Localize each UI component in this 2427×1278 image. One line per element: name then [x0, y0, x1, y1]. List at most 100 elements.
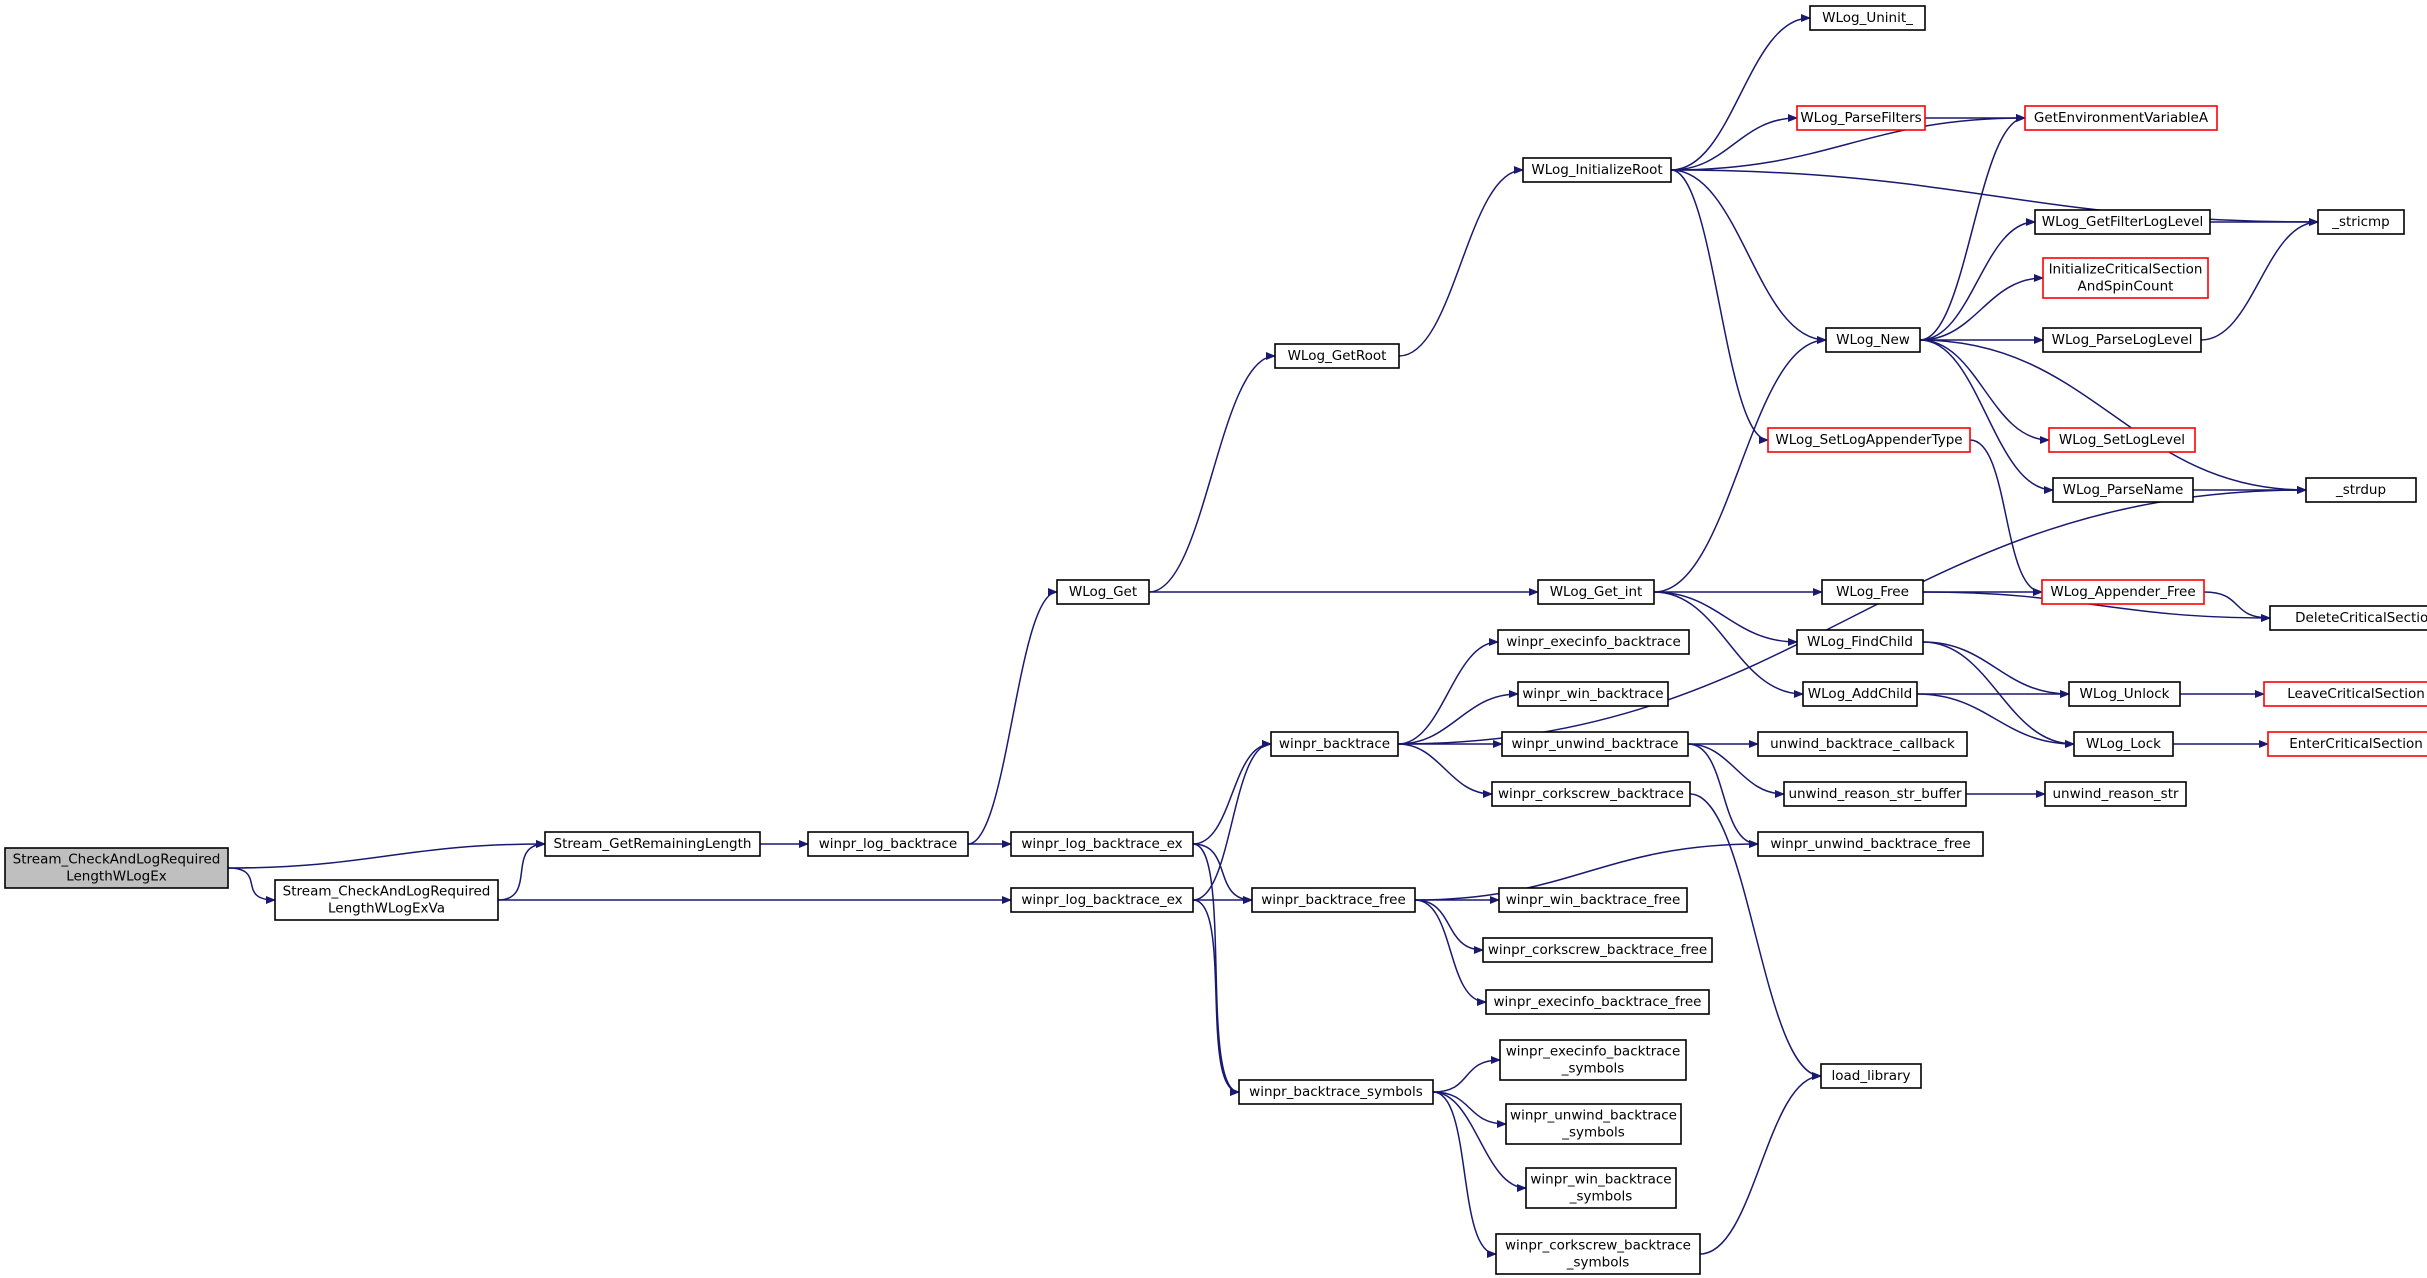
node-label-unwrs-0: unwind_reason_str — [2052, 786, 2179, 802]
node-wlpname[interactable]: WLog_ParseName — [2052, 477, 2194, 503]
edge-wlinit-to-stricmp — [1670, 169, 2319, 226]
node-box-wlparsefilters — [1796, 105, 1926, 131]
node-wlinit[interactable]: WLog_InitializeRoot — [1522, 157, 1672, 183]
node-box-wlsll — [2048, 427, 2196, 453]
node-wcorkbtfree[interactable]: winpr_corkscrew_backtrace_free — [1482, 937, 1713, 963]
node-wlunlock[interactable]: WLog_Unlock — [2068, 681, 2181, 707]
node-wexecbtsym[interactable]: winpr_execinfo_backtrace_symbols — [1499, 1039, 1687, 1081]
node-wladdchild[interactable]: WLog_AddChild — [1802, 681, 1918, 707]
node-box-wbtfree — [1251, 887, 1416, 913]
node-wlfree[interactable]: WLog_Free — [1821, 579, 1924, 605]
node-box-wllock — [2073, 731, 2174, 757]
node-label-wlparsefilters-0: WLog_ParseFilters — [1800, 110, 1921, 126]
node-delcs[interactable]: DeleteCriticalSection — [2269, 605, 2427, 631]
node-wlbtex2[interactable]: winpr_log_backtrace_ex — [1010, 887, 1194, 913]
edge-wlgetint-to-wlfindchild — [1653, 591, 1798, 646]
node-label-wlfindchild-0: WLog_FindChild — [1807, 634, 1913, 650]
node-box-wlpname — [2052, 477, 2194, 503]
node-label-wcorkbt-0: winpr_corkscrew_backtrace — [1498, 786, 1684, 802]
node-wbtsym[interactable]: winpr_backtrace_symbols — [1238, 1079, 1434, 1105]
node-box-wladdchild — [1802, 681, 1918, 707]
edge-wlbt-to-wlget — [967, 588, 1058, 845]
node-wbtfree[interactable]: winpr_backtrace_free — [1251, 887, 1416, 913]
node-wcorkbtsym[interactable]: winpr_corkscrew_backtrace_symbols — [1495, 1233, 1701, 1275]
node-loadlib[interactable]: load_library — [1820, 1063, 1922, 1089]
node-label-wlappfree-0: WLog_Appender_Free — [2050, 584, 2195, 600]
node-wunwbtsym[interactable]: winpr_unwind_backtrace_symbols — [1505, 1103, 1682, 1145]
node-box-wexecbtfree — [1485, 989, 1710, 1015]
node-label-wunwbtfree-0: winpr_unwind_backtrace_free — [1770, 836, 1970, 852]
node-getenv[interactable]: GetEnvironmentVariableA — [2024, 105, 2218, 131]
node-label-strdup-0: _strdup — [2335, 482, 2386, 498]
node-wwinbt[interactable]: winpr_win_backtrace — [1517, 681, 1669, 707]
node-wluninit[interactable]: WLog_Uninit_ — [1809, 5, 1926, 31]
node-wlsll[interactable]: WLog_SetLogLevel — [2048, 427, 2196, 453]
node-box-wexecbt — [1497, 629, 1690, 655]
node-entercs[interactable]: EnterCriticalSection — [2267, 731, 2427, 757]
node-wlnew[interactable]: WLog_New — [1825, 327, 1921, 353]
node-box-loadlib — [1820, 1063, 1922, 1089]
node-box-wlbt — [807, 831, 969, 857]
node-label-unwrsb-0: unwind_reason_str_buffer — [1788, 786, 1962, 802]
edges — [227, 14, 2319, 1258]
edge-wlinit-to-wlnew — [1670, 169, 1827, 344]
node-label-wlinit-0: WLog_InitializeRoot — [1531, 162, 1662, 178]
node-unwrsb[interactable]: unwind_reason_str_buffer — [1783, 781, 1967, 807]
node-unwcb[interactable]: unwind_backtrace_callback — [1757, 731, 1968, 757]
node-box-wcorkbt — [1491, 781, 1691, 807]
node-label-wlnew-0: WLog_New — [1836, 332, 1910, 348]
node-wlslat[interactable]: WLog_SetLogAppenderType — [1767, 427, 1971, 453]
node-stricmp[interactable]: _stricmp — [2317, 209, 2405, 235]
node-wlbt[interactable]: winpr_log_backtrace — [807, 831, 969, 857]
node-wlbtex1[interactable]: winpr_log_backtrace_ex — [1010, 831, 1194, 857]
edge-scalva-to-sgrl — [497, 840, 546, 901]
node-sgrl[interactable]: Stream_GetRemainingLength — [544, 831, 761, 857]
node-box-sgrl — [544, 831, 761, 857]
node-box-leavecs — [2263, 681, 2427, 707]
node-wlfindchild[interactable]: WLog_FindChild — [1796, 629, 1924, 655]
node-box-entercs — [2267, 731, 2427, 757]
node-wlparsefilters[interactable]: WLog_ParseFilters — [1796, 105, 1926, 131]
edge-wlgetint-to-wlnew — [1653, 336, 1827, 593]
edge-wlgetroot-to-wlinit — [1398, 166, 1524, 357]
node-box-wlfree — [1821, 579, 1924, 605]
node-wunwbt[interactable]: winpr_unwind_backtrace — [1501, 731, 1689, 757]
node-strdup[interactable]: _strdup — [2305, 477, 2417, 503]
node-wwinbtsym[interactable]: winpr_win_backtrace_symbols — [1525, 1167, 1677, 1209]
node-wwinbtfree[interactable]: winpr_win_backtrace_free — [1498, 887, 1688, 913]
edge-wlinit-to-getenv — [1670, 114, 2026, 171]
node-label-wlunlock-0: WLog_Unlock — [2080, 686, 2170, 702]
node-wlgetint[interactable]: WLog_Get_int — [1537, 579, 1655, 605]
node-wlappfree[interactable]: WLog_Appender_Free — [2041, 579, 2205, 605]
edge-wlnew-to-strdup — [1919, 339, 2307, 494]
node-wunwbtfree[interactable]: winpr_unwind_backtrace_free — [1757, 831, 1984, 857]
node-wlget[interactable]: WLog_Get — [1056, 579, 1150, 605]
node-box-wcorkbtfree — [1482, 937, 1713, 963]
node-box-scalva — [274, 879, 499, 921]
edge-wlappfree-to-delcs — [2203, 591, 2271, 622]
node-box-wlunlock — [2068, 681, 2181, 707]
node-wlpll[interactable]: WLog_ParseLogLevel — [2042, 327, 2202, 353]
node-wlgetroot[interactable]: WLog_GetRoot — [1274, 343, 1400, 369]
node-label-wlpname-0: WLog_ParseName — [2063, 482, 2184, 498]
edge-wlbtex1-to-wbtfree — [1192, 843, 1253, 904]
node-wcorkbt[interactable]: winpr_corkscrew_backtrace — [1491, 781, 1691, 807]
node-box-wcorkbtsym — [1495, 1233, 1701, 1275]
node-label-wlgetroot-0: WLog_GetRoot — [1288, 348, 1387, 364]
node-wexecbt[interactable]: winpr_execinfo_backtrace — [1497, 629, 1690, 655]
edge-wbtsym-to-wwinbtsym — [1432, 1091, 1527, 1192]
node-box-strdup — [2305, 477, 2417, 503]
node-box-wlbtex2 — [1010, 887, 1194, 913]
node-unwrs[interactable]: unwind_reason_str — [2044, 781, 2187, 807]
node-wllock[interactable]: WLog_Lock — [2073, 731, 2174, 757]
node-leavecs[interactable]: LeaveCriticalSection — [2263, 681, 2427, 707]
edge-wbtfree-to-wunwbtfree — [1414, 840, 1759, 901]
node-wlgfll[interactable]: WLog_GetFilterLogLevel — [2034, 209, 2211, 235]
node-wbt[interactable]: winpr_backtrace — [1270, 731, 1399, 757]
node-label-wlsll-0: WLog_SetLogLevel — [2059, 432, 2185, 448]
node-wexecbtfree[interactable]: winpr_execinfo_backtrace_free — [1485, 989, 1710, 1015]
